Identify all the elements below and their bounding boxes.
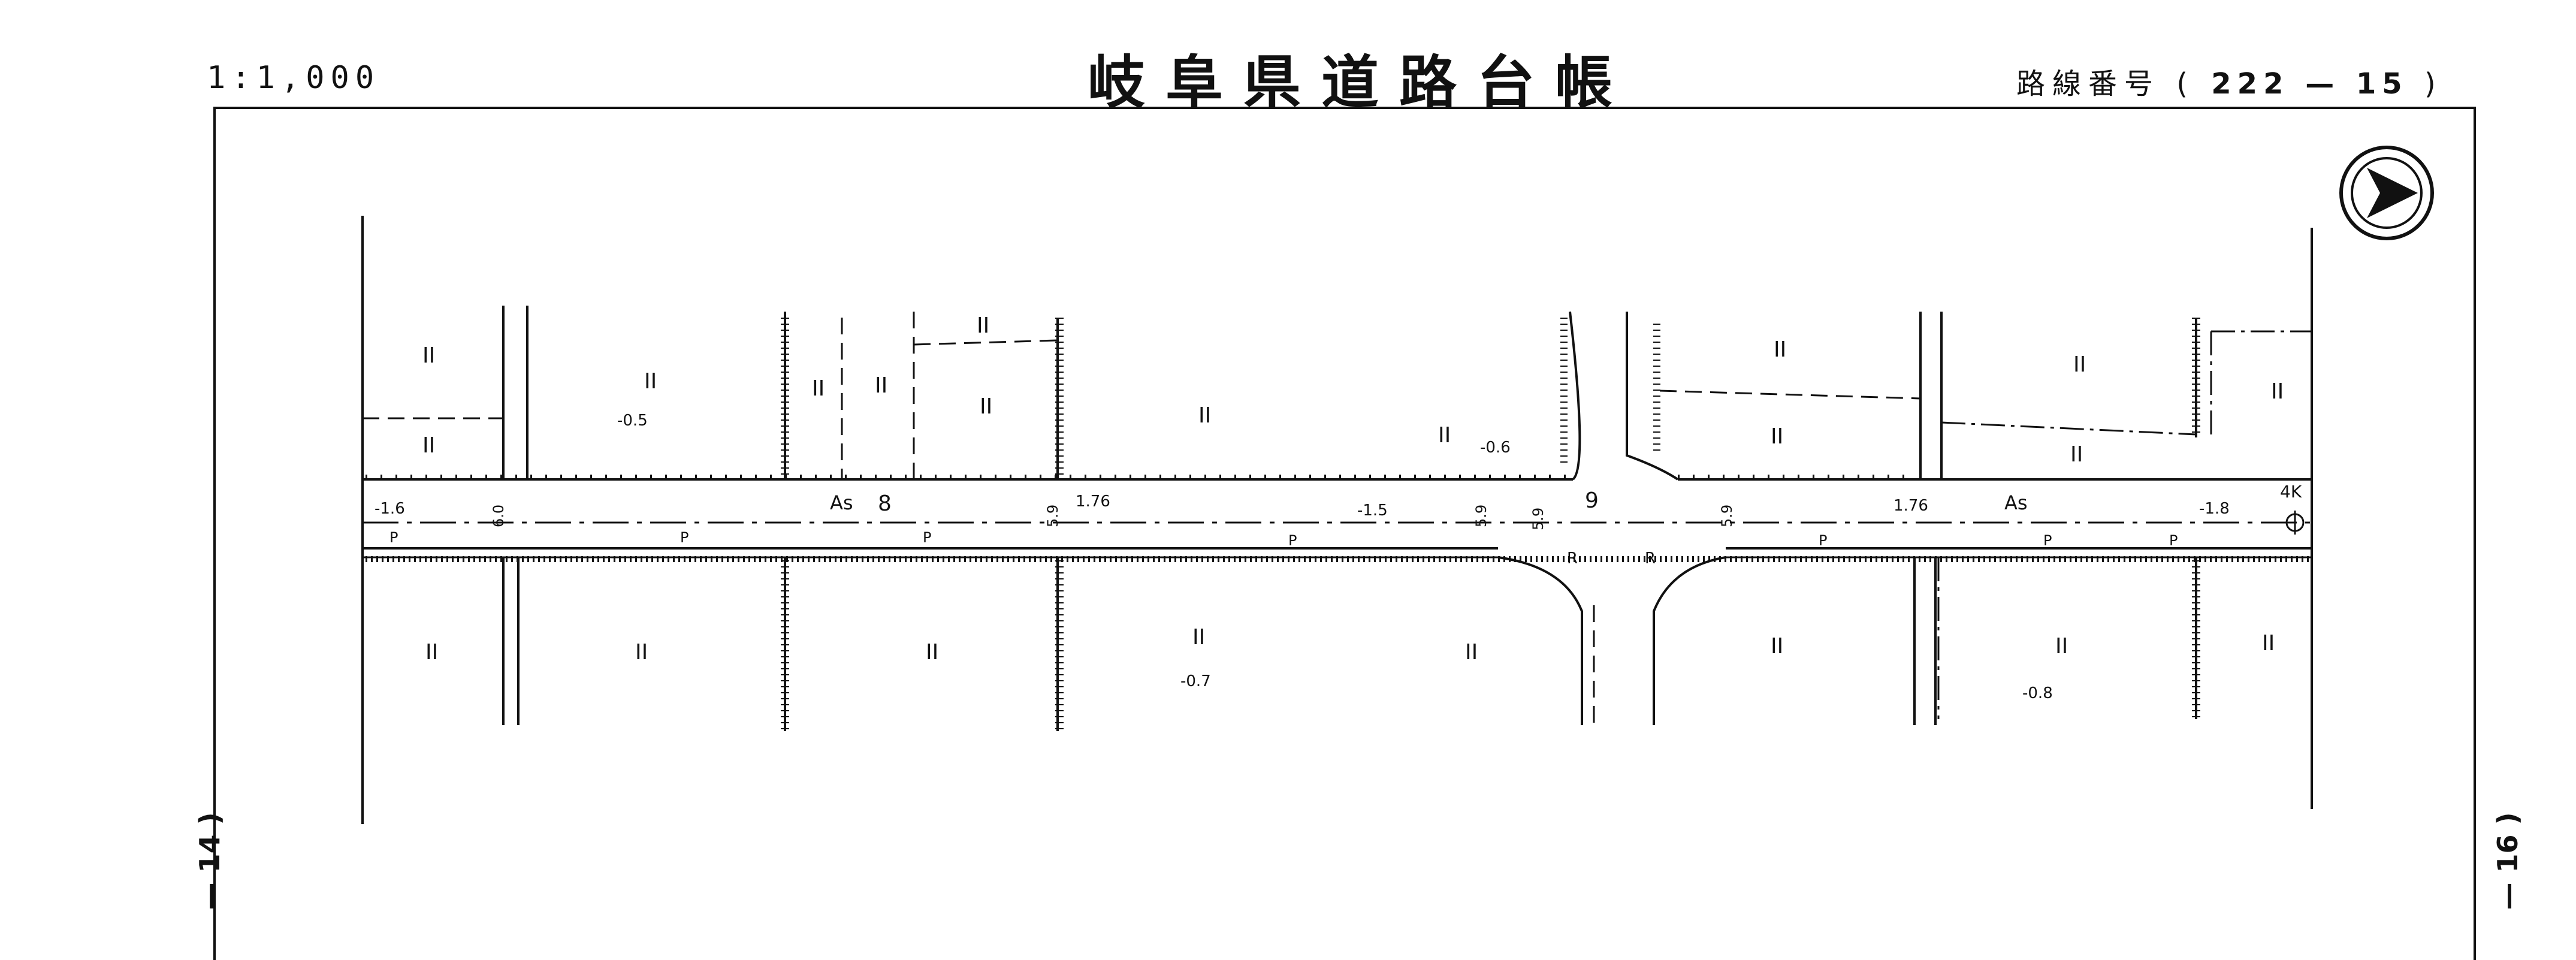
zone-mark: II <box>812 376 825 401</box>
pole-mark: P <box>2043 532 2052 549</box>
route-number-value: 222 — 15 <box>2211 67 2408 101</box>
surface-label: As <box>2004 491 2028 514</box>
pole-mark: P <box>1819 532 1827 549</box>
route-open-paren: ( <box>2176 67 2196 101</box>
retaining-wall-hatches <box>366 318 2310 731</box>
zone-mark: II <box>1198 403 1211 428</box>
zone-mark: II <box>644 369 657 394</box>
pole-mark: P <box>1288 532 1297 549</box>
zone-mark: II <box>1465 640 1478 665</box>
pole-mark: P <box>2169 532 2178 549</box>
pole-mark: P <box>923 529 931 546</box>
width-label: 5.9 <box>1044 505 1061 527</box>
zone-mark: II <box>425 640 438 665</box>
zone-mark: II <box>1771 634 1783 659</box>
road-lines <box>361 216 2313 824</box>
zone-mark: II <box>1774 337 1786 362</box>
map-title: 岐阜県道路台帳 <box>1088 49 1633 116</box>
zone-mark: II <box>635 640 648 665</box>
parcel-boundaries <box>363 312 2312 725</box>
route-close-paren: ) <box>2424 67 2443 101</box>
pole-mark: P <box>680 529 688 546</box>
cross-street-east-edge-north <box>1626 312 1679 481</box>
map-scale: 1:1,000 <box>207 60 380 96</box>
zone-mark: II <box>977 313 989 338</box>
zone-mark: II <box>875 373 887 398</box>
zone-mark: II <box>422 433 435 458</box>
kilometer-post-label: 4K <box>2280 482 2302 502</box>
zone-mark: II <box>422 343 435 368</box>
zone-mark: II <box>1438 423 1451 448</box>
cross-street-east-edge-south <box>1653 556 1726 725</box>
width-label: 5.9 <box>1719 505 1735 527</box>
zone-mark: II <box>1192 625 1205 650</box>
zone-mark: II <box>926 640 938 665</box>
route-number-label: 路線番号 <box>2016 67 2161 101</box>
elevation-label: -1.6 <box>375 500 405 518</box>
distance-label: 1.76 <box>1894 497 1928 515</box>
curve-mark: R <box>1567 550 1578 567</box>
elevation-label: -1.5 <box>1357 502 1388 520</box>
curve-mark: R <box>1645 550 1656 567</box>
map-frame <box>213 107 2476 960</box>
road-width-label: 8 <box>878 491 892 516</box>
zone-mark: II <box>1771 424 1783 449</box>
parcel-line-6 <box>1941 421 2197 436</box>
zone-mark: II <box>2073 352 2086 377</box>
zone-mark: II <box>2070 442 2083 467</box>
kilometer-post-marker <box>2285 511 2305 535</box>
zone-mark: II <box>2271 379 2284 404</box>
zone-mark: II <box>2262 631 2275 656</box>
width-label: 6.0 <box>490 505 507 527</box>
parcel-line-3 <box>913 339 1058 346</box>
cross-street-west-edge-south <box>1497 556 1583 725</box>
route-number-header: 路線番号 ( 222 — 15 ) <box>2016 60 2443 102</box>
zone-mark: II <box>2055 634 2068 659</box>
road-width-label: 9 <box>1585 488 1599 513</box>
pole-mark: P <box>389 529 398 546</box>
map-text-labels: II II II II II II II II II II II II II I… <box>375 313 2302 702</box>
elevation-label: -1.8 <box>2199 500 2230 518</box>
elevation-label: -0.5 <box>617 412 648 430</box>
cross-street-west-edge-north <box>1569 311 1581 481</box>
north-arrow-icon <box>2339 146 2434 240</box>
width-label: 5.9 <box>1530 508 1547 530</box>
elevation-label: -0.7 <box>1180 672 1211 690</box>
parcel-line-5 <box>1659 390 1921 400</box>
elevation-label: -0.6 <box>1480 439 1511 457</box>
distance-label: 1.76 <box>1076 493 1110 511</box>
surface-label: As <box>830 491 853 514</box>
elevation-label: -0.8 <box>2022 684 2053 702</box>
width-label: 5.9 <box>1473 505 1490 527</box>
zone-mark: II <box>980 394 992 419</box>
